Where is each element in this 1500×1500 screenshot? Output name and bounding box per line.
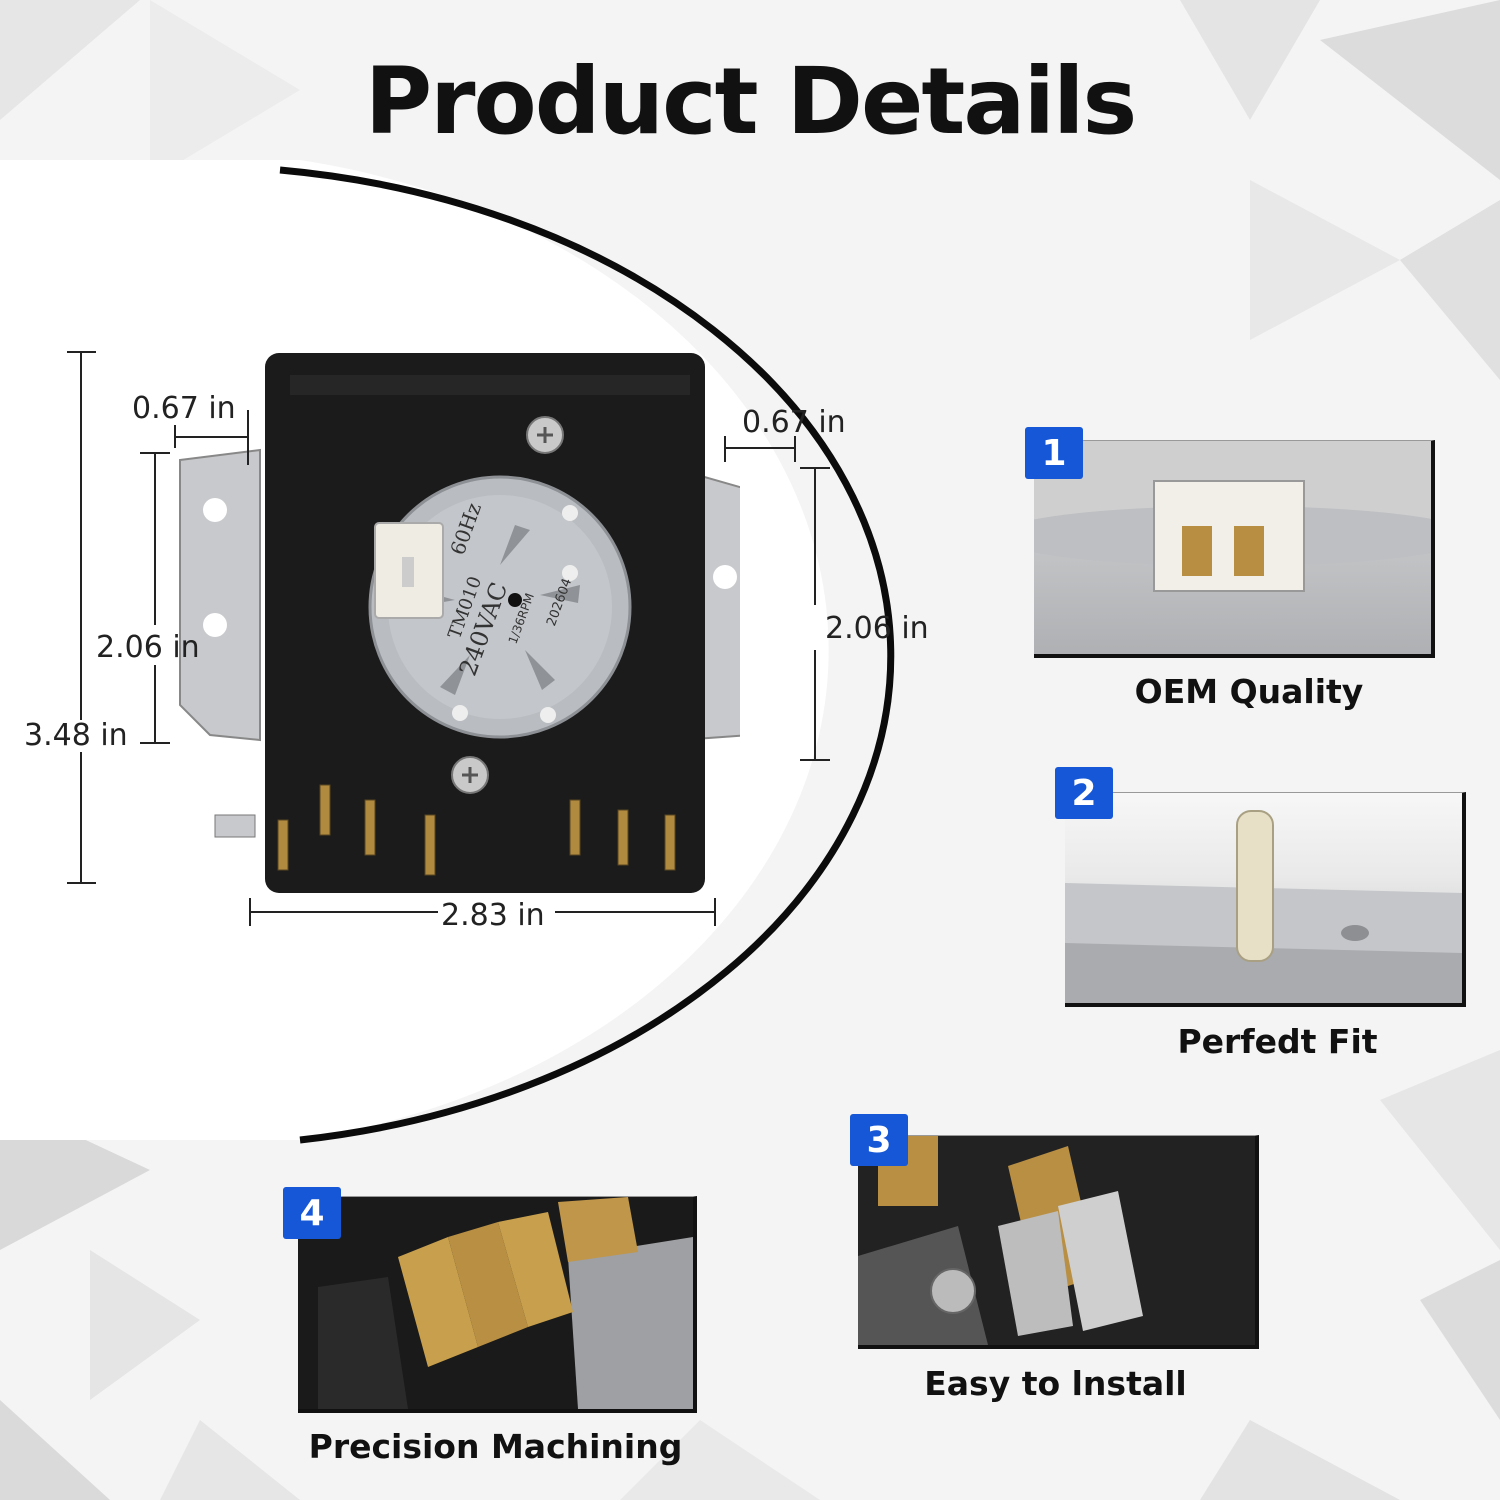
feature-4-caption: Precision Machining (308, 1427, 683, 1466)
right-depth-label: 0.67 in (742, 405, 846, 440)
feature-2-photo (1065, 792, 1466, 1007)
shaft-image (1065, 810, 1462, 1003)
feature-1-caption: OEM Quality (1134, 672, 1364, 711)
arc-divider (279, 166, 895, 1144)
feature-2-caption: Perfedt Fit (1177, 1022, 1378, 1061)
feature-1-photo (1034, 440, 1435, 658)
feature-4-photo (298, 1196, 697, 1413)
width-label: 2.83 in (441, 898, 545, 933)
page-title: Product Details (364, 48, 1138, 155)
timer-product-image: TM010 240VAC 60Hz 1/36RPM 202604 (179, 353, 740, 893)
feature-4-badge: 4 (283, 1187, 341, 1239)
feature-2-badge: 2 (1055, 767, 1113, 819)
feature-1-badge: 1 (1025, 427, 1083, 479)
motor-connector-image (1034, 441, 1431, 592)
left-depth-label: 0.67 in (132, 391, 236, 426)
left-mount-label: 2.06 in (96, 630, 200, 665)
right-mount-label: 2.06 in (825, 611, 929, 646)
feature-3-badge: 3 (850, 1114, 908, 1166)
terminals-closeup-image (858, 1136, 1255, 1345)
feature-3-caption: Easy to lnstall (924, 1364, 1187, 1403)
feature-3-photo (858, 1135, 1259, 1349)
brass-terminals-image (298, 1197, 693, 1409)
height-label: 3.48 in (24, 718, 128, 753)
